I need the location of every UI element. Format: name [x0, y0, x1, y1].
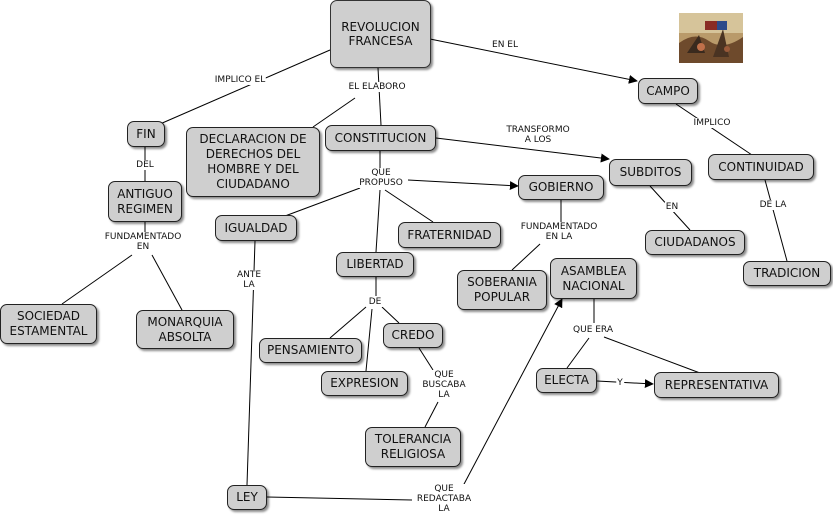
concept-pensamiento[interactable]: PENSAMIENTO: [259, 338, 362, 363]
concept-continuidad[interactable]: CONTINUIDAD: [708, 154, 814, 180]
link-en: EN: [664, 202, 680, 212]
link-que-buscaba-la: QUE BUSCABA LA: [418, 370, 470, 400]
monarquia-label: MONARQUIA ABSOLTA: [147, 314, 223, 344]
asamblea-label: ASAMBLEA NACIONAL: [560, 263, 627, 293]
fin-label: FIN: [136, 126, 156, 141]
concept-fin[interactable]: FIN: [127, 121, 165, 147]
concept-libertad[interactable]: LIBERTAD: [336, 252, 414, 277]
concept-representativa[interactable]: REPRESENTATIVA: [654, 372, 779, 398]
gobierno-label: GOBIERNO: [528, 180, 594, 194]
representativa-label: REPRESENTATIVA: [664, 377, 769, 392]
ciudadanos-label: CIUDADANOS: [654, 235, 736, 249]
link-de-la: DE LA: [758, 200, 788, 210]
libertad-label: LIBERTAD: [346, 257, 404, 271]
constitucion-label: CONSTITUCION: [334, 130, 427, 145]
tradicion-label: TRADICION: [753, 266, 821, 280]
soberania-label: SOBERANIA POPULAR: [467, 275, 537, 304]
link-en-el: EN EL: [491, 40, 519, 50]
sociedad-label: SOCIEDAD ESTAMENTAL: [9, 309, 88, 338]
concept-tradicion[interactable]: TRADICION: [743, 261, 831, 286]
tolerancia-label: TOLERANCIA RELIGIOSA: [374, 432, 452, 461]
link-y: Y: [616, 378, 624, 388]
concept-fraternidad[interactable]: FRATERNIDAD: [398, 222, 501, 248]
concept-sociedad-estamental[interactable]: SOCIEDAD ESTAMENTAL: [0, 304, 97, 344]
concept-campo[interactable]: CAMPO: [638, 78, 698, 104]
link-implico-el: IMPLICO EL: [213, 75, 267, 85]
continuidad-label: CONTINUIDAD: [718, 159, 804, 174]
concept-credo[interactable]: CREDO: [383, 323, 443, 348]
concept-ciudadanos[interactable]: CIUDADANOS: [645, 230, 745, 255]
concept-gobierno[interactable]: GOBIERNO: [518, 175, 604, 200]
electa-label: ELECTA: [544, 373, 589, 387]
declaracion-label: DECLARACION DE DERECHOS DEL HOMBRE Y DEL…: [199, 132, 307, 191]
link-transformo-a-los: TRANSFORMO A LOS: [501, 125, 575, 145]
antiguo-regimen-label: ANTIGUO REGIMEN: [117, 186, 173, 216]
concept-tolerancia-religiosa[interactable]: TOLERANCIA RELIGIOSA: [365, 427, 461, 467]
concept-declaracion[interactable]: DECLARACION DE DERECHOS DEL HOMBRE Y DEL…: [186, 127, 320, 197]
link-que-redactaba-la: QUE REDACTABA LA: [413, 484, 475, 514]
fraternidad-label: FRATERNIDAD: [407, 227, 492, 242]
link-fundamentado-en: FUNDAMENTADO EN: [97, 232, 189, 252]
expresion-label: EXPRESION: [330, 376, 399, 390]
subditos-label: SUBDITOS: [619, 165, 682, 179]
concept-igualdad[interactable]: IGUALDAD: [215, 215, 297, 241]
concept-antiguo-regimen[interactable]: ANTIGUO REGIMEN: [108, 181, 182, 222]
concept-expresion[interactable]: EXPRESION: [321, 371, 408, 396]
link-que-era: QUE ERA: [572, 325, 614, 335]
credo-label: CREDO: [391, 328, 435, 342]
concept-constitucion[interactable]: CONSTITUCION: [325, 125, 436, 151]
ley-label: LEY: [236, 490, 258, 504]
campo-label: CAMPO: [646, 83, 690, 98]
link-del: DEL: [135, 160, 155, 170]
concept-electa[interactable]: ELECTA: [536, 368, 597, 393]
pensamiento-label: PENSAMIENTO: [266, 343, 355, 357]
concept-soberania-popular[interactable]: SOBERANIA POPULAR: [457, 270, 547, 310]
concept-subditos[interactable]: SUBDITOS: [609, 159, 692, 186]
concept-revolucion-francesa[interactable]: REVOLUCION FRANCESA: [330, 0, 743, 68]
concept-ley[interactable]: LEY: [227, 485, 267, 510]
link-ante-la: ANTE LA: [233, 270, 265, 290]
link-fundamentado-en-la: FUNDAMENTADO EN LA: [513, 222, 605, 242]
link-implico: IMPLICO: [692, 118, 732, 128]
igualdad-label: IGUALDAD: [224, 220, 288, 235]
revolucion-label: REVOLUCION FRANCESA: [341, 20, 420, 48]
revolution-painting-image: [679, 13, 743, 63]
link-que-propuso: QUE PROPUSO: [355, 168, 407, 188]
link-de: DE: [367, 297, 383, 307]
concept-monarquia-absolta[interactable]: MONARQUIA ABSOLTA: [136, 310, 234, 349]
concept-asamblea-nacional[interactable]: ASAMBLEA NACIONAL: [550, 258, 637, 299]
link-el-elaboro: EL ELABORO: [347, 82, 407, 92]
